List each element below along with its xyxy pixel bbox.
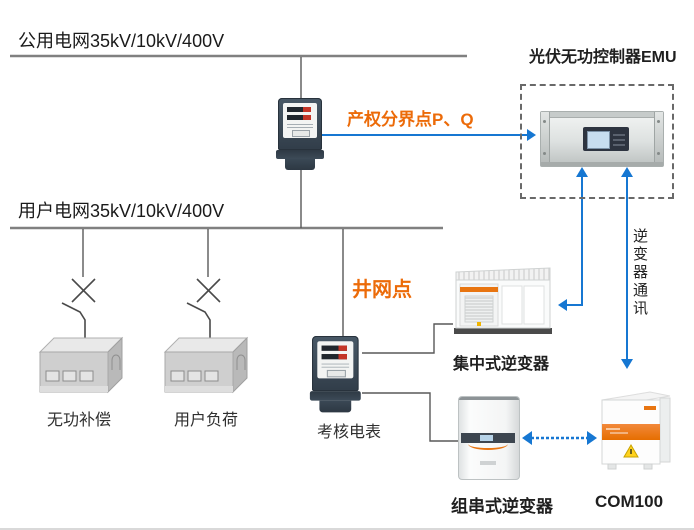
inverter-logo-block xyxy=(480,461,496,465)
reactive-compensation-label: 无功补偿 xyxy=(47,412,112,429)
meter-terminal-cover xyxy=(319,400,352,413)
demarcation-point-label: 产权分界点P、Q xyxy=(347,110,474,129)
meter-neck xyxy=(309,391,361,401)
meter-face xyxy=(317,341,354,379)
meter-red-digits xyxy=(338,345,347,351)
arrow-left-icon xyxy=(522,431,532,445)
meter-nameplate xyxy=(292,130,310,137)
string-inverter-icon xyxy=(458,396,520,480)
capacitor-bank-icon xyxy=(38,336,124,394)
meter-to-central-line xyxy=(362,323,453,354)
string-to-com100-double-arrow xyxy=(522,431,597,445)
lcd-screen-icon xyxy=(587,131,610,149)
meter-red-digits xyxy=(338,354,347,360)
meter-face xyxy=(283,103,317,138)
screw-icon xyxy=(657,152,660,155)
arrow-right-icon xyxy=(527,129,536,141)
inverter-orange-arc xyxy=(468,438,508,450)
emu-right-flange xyxy=(654,112,663,166)
breaker-x-icon xyxy=(196,278,221,303)
meter-fine-text xyxy=(287,124,313,129)
disconnect-switch-icon xyxy=(186,302,211,350)
meter-register-row xyxy=(321,354,347,360)
com100-label: COM100 xyxy=(595,492,664,511)
inverter-top-edge xyxy=(459,397,519,400)
breaker-x-icon xyxy=(71,278,96,303)
arrow-up-icon xyxy=(621,167,633,177)
emu-front-panel xyxy=(583,127,629,151)
meter-red-digits xyxy=(303,115,311,120)
emu-left-flange xyxy=(541,112,550,166)
inverter-comm-label: 逆变器通讯 xyxy=(631,228,648,318)
user-grid-label: 用户电网35kV/10kV/400V xyxy=(18,201,225,221)
arrow-down-icon xyxy=(621,359,633,369)
meter-terminal-cover xyxy=(285,159,315,170)
arrow-left-icon xyxy=(558,299,567,311)
meter-to-string-line xyxy=(362,392,459,442)
meter-nameplate xyxy=(326,369,346,378)
emu-to-central-arrow xyxy=(558,167,588,311)
central-inverter-label: 集中式逆变器 xyxy=(453,356,550,373)
emu-rack-icon xyxy=(540,111,664,167)
screw-icon xyxy=(543,152,546,155)
meter-red-digits xyxy=(303,107,311,112)
screw-icon xyxy=(543,120,546,123)
emu-dashed-box xyxy=(520,84,674,199)
meter-body xyxy=(278,98,322,150)
lcd-screen-icon xyxy=(480,435,493,441)
emu-top-strip xyxy=(541,112,663,118)
load-box-icon xyxy=(163,336,249,394)
power-meter-icon xyxy=(309,336,361,414)
meter-fine-text xyxy=(321,363,350,369)
central-inverter-icon xyxy=(454,267,552,334)
public-grid-label: 公用电网35kV/10kV/400V xyxy=(18,31,225,51)
emu-base xyxy=(541,162,663,166)
meter-register-row xyxy=(321,345,347,351)
meter-body xyxy=(312,336,359,392)
meter-register-row xyxy=(287,107,311,112)
arrow-right-icon xyxy=(587,431,597,445)
inverter-display-band xyxy=(461,433,515,443)
meter-neck xyxy=(276,150,324,159)
arrow-up-icon xyxy=(576,167,588,177)
emu-title: 光伏无功控制器EMU xyxy=(529,49,677,66)
panel-buttons-icon xyxy=(613,132,625,146)
grid-connection-point-label: 井网点 xyxy=(352,279,412,301)
assessment-meter-label: 考核电表 xyxy=(317,424,382,441)
screw-icon xyxy=(657,120,660,123)
meter-register-row xyxy=(287,115,311,120)
user-load-label: 用户负荷 xyxy=(174,412,239,429)
string-inverter-label: 组串式逆变器 xyxy=(451,497,553,516)
emu-to-com100-arrow xyxy=(621,167,633,369)
meter-to-emu-arrow xyxy=(322,129,536,141)
com100-cabinet-icon xyxy=(601,391,671,470)
power-meter-icon xyxy=(276,98,324,172)
disconnect-switch-icon xyxy=(61,302,86,350)
